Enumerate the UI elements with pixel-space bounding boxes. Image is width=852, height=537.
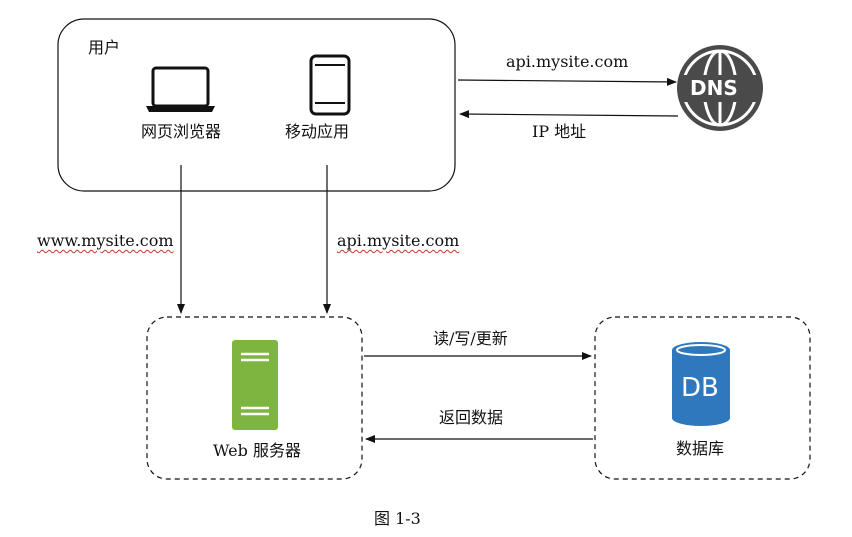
db-to-server-label: 返回数据 <box>439 408 504 427</box>
dns-icon-label: DNS <box>690 76 738 100</box>
dns-request-label: api.mysite.com <box>506 52 629 71</box>
web-server-label: Web 服务器 <box>213 441 301 460</box>
browser-request-label: www.mysite.com <box>37 231 174 250</box>
figure-caption: 图 1-3 <box>374 509 421 528</box>
browser-label: 网页浏览器 <box>141 122 222 141</box>
db-icon-label: DB <box>681 373 719 403</box>
mobile-request-label: api.mysite.com <box>337 231 460 250</box>
users-box-title: 用户 <box>88 38 121 57</box>
mobile-app-label: 移动应用 <box>285 122 350 141</box>
dns-response-label: IP 地址 <box>532 122 587 141</box>
arrow-users-to-dns <box>457 77 677 86</box>
dns-globe-icon <box>677 45 763 131</box>
arrow-dns-to-users <box>459 110 679 119</box>
users-box <box>57 18 456 192</box>
database-cylinder-icon <box>672 342 730 426</box>
server-icon <box>232 340 278 430</box>
database-label: 数据库 <box>676 439 725 458</box>
server-to-db-label: 读/写/更新 <box>433 329 508 348</box>
laptop-icon <box>146 66 215 112</box>
mobile-phone-icon <box>309 54 351 116</box>
